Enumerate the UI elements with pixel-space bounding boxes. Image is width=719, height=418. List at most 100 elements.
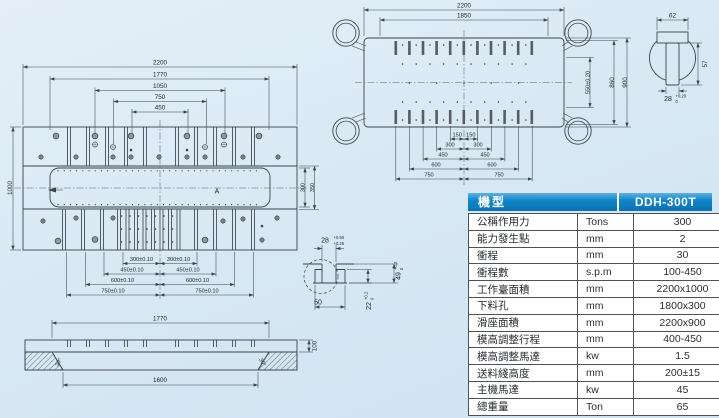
spec-name: 模高調整馬達: [468, 347, 578, 366]
chain-750s-right: 750: [494, 173, 503, 179]
chain-750s-left: 750: [424, 173, 433, 179]
spec-unit: mm: [577, 229, 634, 248]
section-label-a: A: [215, 189, 220, 196]
spec-name: 送料綫高度: [468, 364, 578, 382]
spec-value: 2200x900: [633, 313, 719, 332]
chain-450s-left: 450: [438, 153, 447, 159]
spec-value: 100-450: [633, 263, 719, 282]
spec-unit: mm: [577, 246, 634, 265]
dim-28-bolster-tol-dn: +0.25: [334, 241, 345, 246]
spec-unit: Tons: [577, 213, 634, 231]
spec-table-header: 機型 DDH-300T: [468, 193, 712, 211]
dim-28-bolster-tol-up: +0.50: [334, 235, 345, 240]
dim-1600: 1600: [153, 377, 168, 384]
spec-value: 300: [633, 213, 719, 231]
chain-450-right: 450±0.10: [176, 268, 199, 274]
dim-28-bolster: 28: [321, 238, 329, 245]
spec-name: 滑座面積: [468, 313, 578, 332]
chain-150-right: 150: [466, 133, 475, 139]
dim-49-tol-up: +0.2: [393, 261, 398, 270]
bolster-section-view: 30° 30° 1770 1600 100: [24, 316, 319, 388]
dim-550: 550±0.20: [586, 71, 592, 94]
slide-plan-view: 2200 1850 550±0.20 860 900 150 150 300 3…: [332, 3, 631, 185]
spec-value: 2: [633, 229, 719, 248]
spec-unit: mm: [577, 296, 634, 315]
spec-unit: kw: [577, 380, 634, 399]
spec-name: 衝程: [468, 246, 578, 265]
chain-450-left: 450±0.10: [120, 268, 143, 274]
dim-450: 450: [155, 105, 166, 112]
model-label: 機型: [478, 195, 507, 209]
chain-600-left: 600±0.10: [111, 278, 134, 284]
bolster-slot-detail: 28 +0.50 +0.25 49 +0.2 0 22 +0.2 0 50: [303, 235, 404, 310]
spec-name: 下料孔: [468, 296, 578, 315]
angle-right: 30°: [257, 357, 266, 367]
spec-name: 總重量: [468, 397, 578, 416]
slide-slot-detail: 62 57 28 +0.20 0: [649, 13, 709, 104]
dim-49-tol-dn: 0: [399, 267, 404, 270]
spec-unit: mm: [577, 364, 634, 382]
spec-value: 1800x300: [633, 296, 719, 315]
chain-300s-left: 300: [445, 143, 454, 149]
spec-name: 模高調整行程: [468, 330, 578, 349]
spec-unit: mm: [577, 330, 634, 349]
chain-750-left: 750±0.10: [101, 289, 124, 295]
spec-value: 45: [633, 380, 719, 399]
dim-22-tol-up: +0.2: [364, 291, 369, 300]
chain-600s-left: 600: [431, 163, 440, 169]
model-value: DDH-300T: [617, 193, 712, 211]
spec-value: 1.5: [633, 347, 719, 366]
chain-450s-right: 450: [480, 153, 489, 159]
spec-value: 30: [633, 246, 719, 265]
spec-unit: kw: [577, 347, 634, 366]
spec-name: 公稱作用力: [468, 213, 578, 231]
dim-750: 750: [155, 94, 166, 101]
dim-22-group: 22 +0.2 0: [364, 291, 375, 310]
chain-300-left: 300±0.10: [130, 257, 153, 263]
dim-1000: 1000: [7, 181, 14, 196]
dim-62: 62: [669, 13, 677, 20]
dim-1050: 1050: [153, 83, 168, 90]
chain-300s-right: 300: [473, 143, 482, 149]
dim-100: 100: [312, 340, 319, 351]
dim-1770-section: 1770: [153, 316, 168, 323]
spec-unit: mm: [577, 313, 634, 332]
chain-300-right: 300±0.10: [167, 257, 190, 263]
spec-value: 400-450: [633, 330, 719, 349]
dim-28-slide-tol-up: +0.20: [676, 94, 687, 99]
dim-1850: 1850: [457, 13, 472, 20]
spec-name: 工作臺面積: [468, 280, 578, 298]
dim-350-right: 350: [310, 183, 316, 192]
dim-57: 57: [702, 60, 709, 68]
dim-22: 22: [366, 302, 373, 310]
bolster-plan-dims: 2200 1770 1050 750 450 1000 300 350: [7, 60, 319, 298]
spec-value: 200±15: [633, 364, 719, 382]
spec-value: 65: [633, 397, 719, 416]
dim-860: 860: [609, 77, 616, 88]
spec-name: 主機馬達: [468, 380, 578, 399]
spec-unit: s.p.m: [577, 263, 634, 282]
angle-left: 30°: [54, 357, 63, 367]
dim-300-right: 300: [301, 183, 307, 192]
spec-name: 能力發生點: [468, 229, 578, 248]
chain-750-right: 750±0.10: [195, 289, 218, 295]
dim-2200: 2200: [153, 60, 168, 67]
dim-28-slide-tol-dn: 0: [676, 99, 679, 104]
dim-1770: 1770: [153, 72, 168, 79]
chain-150-left: 150: [453, 133, 462, 139]
spec-name: 衝程數: [468, 263, 578, 282]
chain-600s-right: 600: [487, 163, 496, 169]
